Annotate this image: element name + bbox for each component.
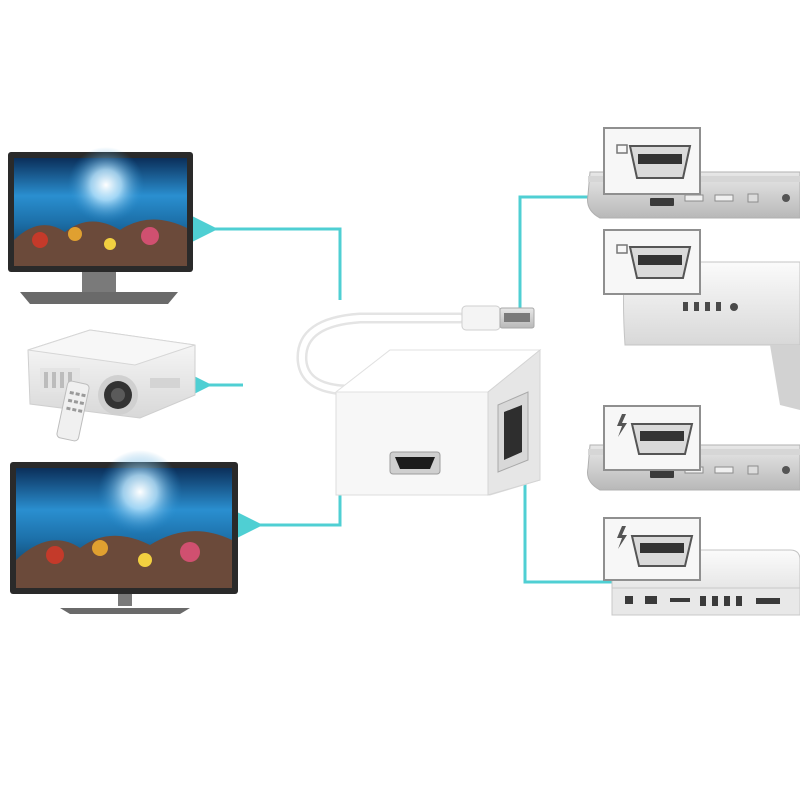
mini-displayport-icon <box>603 127 701 195</box>
mini-displayport-plug <box>461 305 535 331</box>
projector-icon <box>27 329 196 442</box>
macbook-icon <box>587 127 800 219</box>
line-to-tv <box>233 470 342 540</box>
dvi-port <box>497 391 529 473</box>
line-to-macbook-top <box>518 195 588 315</box>
mac-mini-icon <box>603 517 800 616</box>
line-to-mac-mini <box>523 470 613 584</box>
thunderbolt-icon <box>603 517 701 581</box>
hdmi-port <box>389 451 441 475</box>
adapter-icon <box>296 305 542 496</box>
imac-icon <box>603 229 800 410</box>
monitor-icon <box>8 147 193 304</box>
macbook-icon <box>587 405 800 491</box>
tv-icon <box>10 450 238 614</box>
mini-displayport-icon <box>603 229 701 295</box>
line-to-monitor <box>188 214 342 300</box>
thunderbolt-icon <box>603 405 701 471</box>
